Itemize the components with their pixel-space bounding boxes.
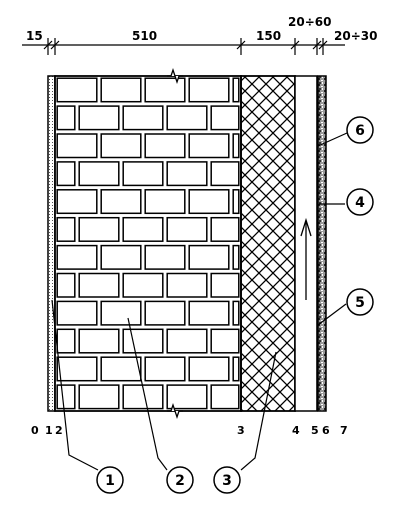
brick (122, 328, 164, 354)
dimension-label-brick: 510 (132, 29, 157, 43)
dimension-label-cladding: 20÷30 (334, 29, 377, 43)
brick (122, 272, 164, 298)
brick (188, 189, 230, 215)
brick (56, 133, 98, 159)
brick (56, 356, 98, 382)
point-label: 3 (237, 424, 245, 437)
brick (56, 300, 98, 326)
brick (78, 105, 120, 131)
airflow-arrow-icon (300, 217, 312, 300)
brick (78, 161, 120, 187)
brick (122, 105, 164, 131)
brick (210, 328, 240, 354)
brick-courses (56, 77, 240, 410)
brick (232, 189, 240, 215)
brick (100, 133, 142, 159)
brick (100, 244, 142, 270)
callout-label: 6 (355, 123, 365, 139)
brick (100, 300, 142, 326)
brick (166, 105, 208, 131)
brick (144, 356, 186, 382)
brick (56, 105, 76, 131)
insulation-layer (240, 75, 296, 412)
brick (78, 216, 120, 242)
break-line-top (167, 67, 183, 85)
brick (232, 244, 240, 270)
brick (166, 216, 208, 242)
callout-2: 2 (166, 466, 194, 494)
break-line-bottom (167, 402, 183, 420)
brick (188, 244, 230, 270)
brick (188, 133, 230, 159)
brick (122, 384, 164, 410)
brick (166, 328, 208, 354)
brick (56, 244, 98, 270)
callout-1: 1 (96, 466, 124, 494)
dimension-line (22, 38, 345, 55)
brick (144, 77, 186, 103)
brick (56, 161, 76, 187)
brick (56, 216, 76, 242)
brick (122, 216, 164, 242)
brick-masonry (54, 67, 242, 420)
brick (188, 300, 230, 326)
point-label: 6 (322, 424, 330, 437)
brick (144, 189, 186, 215)
plaster-layer (47, 75, 56, 412)
brick (56, 77, 98, 103)
point-label: 1 (45, 424, 53, 437)
point-label: 7 (340, 424, 348, 437)
callout-6: 6 (346, 116, 374, 144)
brick (210, 272, 240, 298)
brick (232, 77, 240, 103)
cladding-layer (317, 75, 327, 412)
brick (144, 133, 186, 159)
brick (232, 356, 240, 382)
brick (100, 356, 142, 382)
brick (78, 384, 120, 410)
brick (210, 161, 240, 187)
callout-label: 3 (222, 473, 232, 489)
brick (166, 384, 208, 410)
brick (56, 272, 76, 298)
brick (56, 328, 76, 354)
brick (210, 105, 240, 131)
leader-lines (51, 132, 348, 471)
point-label: 5 (311, 424, 319, 437)
callout-label: 4 (355, 195, 365, 211)
brick (232, 133, 240, 159)
callout-label: 5 (355, 295, 365, 311)
callout-4: 4 (346, 188, 374, 216)
brick (166, 272, 208, 298)
brick (188, 356, 230, 382)
brick (166, 161, 208, 187)
callout-5: 5 (346, 288, 374, 316)
point-label: 2 (55, 424, 63, 437)
point-label: 0 (31, 424, 39, 437)
brick (210, 216, 240, 242)
brick (78, 328, 120, 354)
brick (100, 77, 142, 103)
callout-label: 1 (105, 473, 115, 489)
dimension-label-air-gap: 20÷60 (288, 15, 331, 29)
callout-3: 3 (213, 466, 241, 494)
brick (232, 300, 240, 326)
brick (78, 272, 120, 298)
brick (144, 244, 186, 270)
brick (210, 384, 240, 410)
point-label: 4 (292, 424, 300, 437)
brick (56, 189, 98, 215)
brick (122, 161, 164, 187)
brick (56, 384, 76, 410)
brick (188, 77, 230, 103)
brick (144, 300, 186, 326)
dimension-label-insulation: 150 (256, 29, 281, 43)
dimension-label-plaster: 15 (26, 29, 43, 43)
callout-label: 2 (175, 473, 185, 489)
brick (100, 189, 142, 215)
